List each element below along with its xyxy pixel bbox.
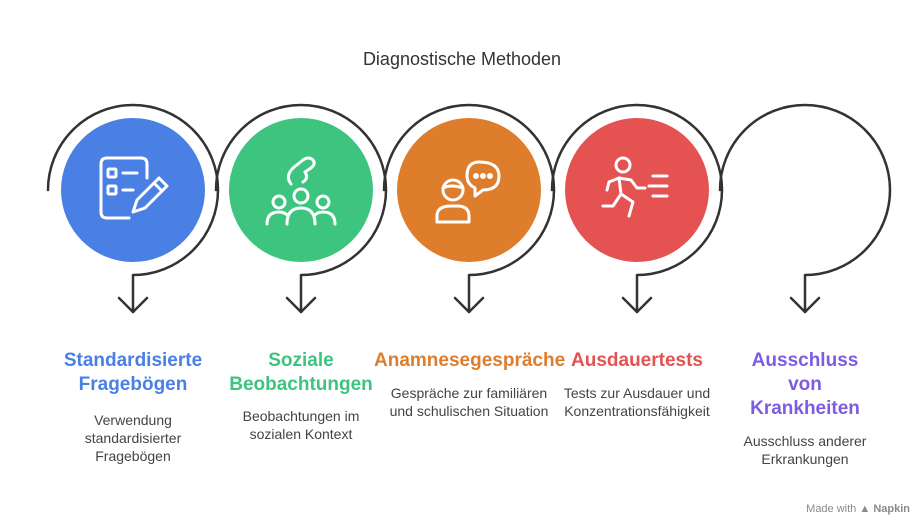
arrow-step-3 bbox=[453, 296, 485, 314]
step-label-2: Soziale Beobachtungen bbox=[229, 350, 373, 395]
arc-step-5 bbox=[718, 103, 892, 314]
arrow-step-5 bbox=[789, 296, 821, 314]
step-label-5: Ausschluss von Krankheiten bbox=[750, 350, 860, 419]
arc-step-2 bbox=[214, 103, 388, 314]
step-description-5: Ausschluss anderer Erkrankungen bbox=[743, 433, 867, 467]
step-label-1: Standardisierte Fragebögen bbox=[63, 350, 203, 395]
step-circle-5 bbox=[733, 118, 877, 262]
page-title: Diagnostische Methoden bbox=[362, 49, 562, 69]
step-description-1: Verwendung standardisierter Fragebögen bbox=[84, 412, 182, 464]
footer-brand: Napkin bbox=[873, 503, 910, 515]
arc-step-1 bbox=[46, 103, 220, 314]
social-observation-icon bbox=[261, 150, 341, 230]
questionnaire-icon bbox=[93, 150, 173, 230]
arrow-step-1 bbox=[117, 296, 149, 314]
napkin-logo-icon: ▲ bbox=[859, 503, 871, 515]
step-circle-4 bbox=[565, 118, 709, 262]
step-label-3: Anamnesegespräche bbox=[374, 350, 566, 371]
arc-step-4 bbox=[550, 103, 724, 314]
footer-made-with: Made with bbox=[806, 503, 857, 515]
step-label-4: Ausdauertests bbox=[571, 350, 703, 371]
arrow-step-4 bbox=[621, 296, 653, 314]
arrow-step-2 bbox=[285, 296, 317, 314]
step-description-2: Beobachtungen im sozialen Kontext bbox=[242, 408, 360, 442]
running-person-icon bbox=[597, 150, 677, 230]
step-circle-3 bbox=[397, 118, 541, 262]
step-description-3: Gespräche zur familiären und schulischen… bbox=[389, 385, 549, 419]
conversation-icon bbox=[429, 150, 509, 230]
arc-step-3 bbox=[382, 103, 556, 314]
footer-credit: Made with ▲ Napkin bbox=[806, 503, 910, 515]
step-description-4: Tests zur Ausdauer und Konzentrationsfäh… bbox=[563, 385, 711, 419]
